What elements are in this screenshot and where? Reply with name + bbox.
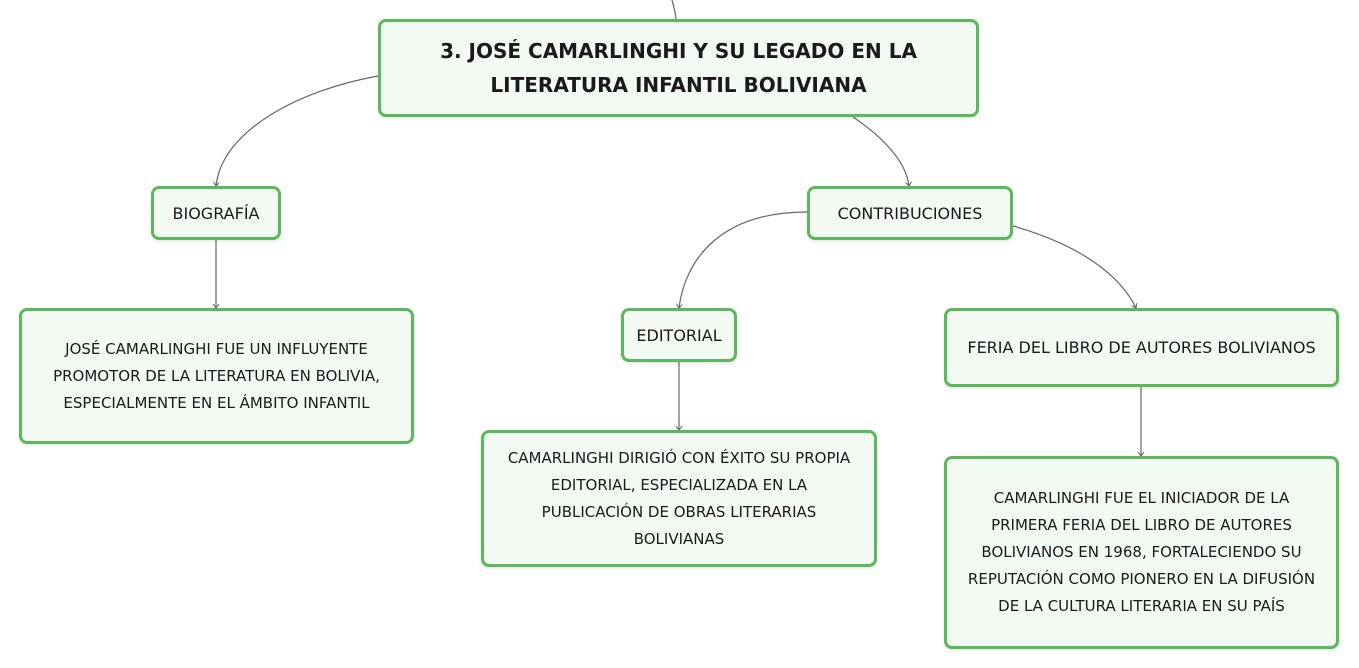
- detail-node-feria[interactable]: CAMARLINGHI FUE EL INICIADOR DE LA PRIME…: [944, 456, 1339, 649]
- topic-label-contribuciones: CONTRIBUCIONES: [837, 203, 983, 223]
- topic-node-biografia[interactable]: BIOGRAFÍA: [151, 186, 281, 240]
- root-topic-node[interactable]: 3. JOSÉ CAMARLINGHI Y SU LEGADO EN LA LI…: [378, 19, 979, 117]
- topic-label-biografia: BIOGRAFÍA: [172, 203, 260, 223]
- connector-root-to-contribuciones: [852, 116, 909, 186]
- detail-text-biografia: JOSÉ CAMARLINGHI FUE UN INFLUYENTE PROMO…: [53, 339, 380, 412]
- detail-text-feria: CAMARLINGHI FUE EL INICIADOR DE LA PRIME…: [967, 489, 1316, 615]
- topic-node-feria[interactable]: FERIA DEL LIBRO DE AUTORES BOLIVIANOS: [944, 308, 1339, 387]
- topic-node-editorial[interactable]: EDITORIAL: [621, 308, 737, 362]
- detail-text-editorial: CAMARLINGHI DIRIGIÓ CON ÉXITO SU PROPIA …: [507, 448, 851, 548]
- topic-label-editorial: EDITORIAL: [636, 325, 722, 345]
- connector-root-to-biografia: [216, 75, 379, 186]
- detail-node-editorial[interactable]: CAMARLINGHI DIRIGIÓ CON ÉXITO SU PROPIA …: [481, 430, 877, 567]
- detail-node-biografia[interactable]: JOSÉ CAMARLINGHI FUE UN INFLUYENTE PROMO…: [19, 308, 414, 444]
- topic-node-contribuciones[interactable]: CONTRIBUCIONES: [807, 186, 1013, 240]
- connector-contribuciones-to-editorial: [679, 211, 808, 308]
- connector-incoming-root: [671, 0, 677, 20]
- connector-contribuciones-to-feria: [1012, 225, 1136, 308]
- topic-label-feria: FERIA DEL LIBRO DE AUTORES BOLIVIANOS: [967, 338, 1316, 357]
- root-topic-title: 3. JOSÉ CAMARLINGHI Y SU LEGADO EN LA LI…: [440, 39, 917, 97]
